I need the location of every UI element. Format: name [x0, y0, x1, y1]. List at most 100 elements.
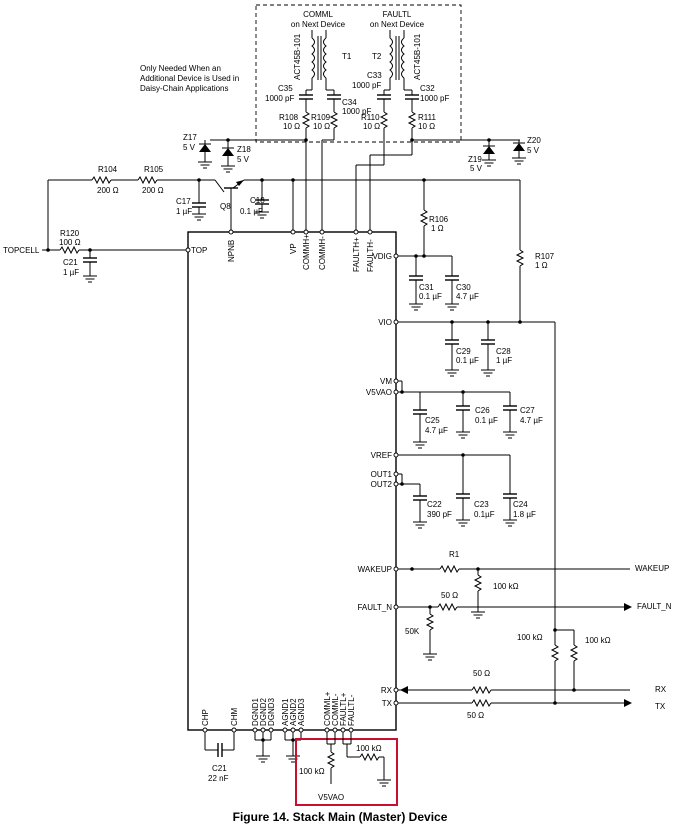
r106-ref: R106: [429, 215, 449, 224]
pin-vio: VIO: [378, 318, 392, 327]
resistor-tx: [471, 698, 492, 708]
signal-wakeup: WAKEUP: [635, 564, 669, 573]
comml-next-label: on Next Device: [291, 20, 346, 29]
c17-ref: C17: [176, 197, 191, 206]
r-pu2-value: 100 kΩ: [585, 636, 611, 645]
c30-value: 4.7 µF: [456, 292, 479, 301]
r1-ref: R1: [449, 550, 460, 559]
c21b-value: 22 nF: [208, 774, 229, 783]
c32-ref: C32: [420, 84, 435, 93]
t2-ref: T2: [372, 52, 382, 61]
c34-value: 1000 pF: [342, 107, 371, 116]
ic-body: [187, 231, 397, 731]
pin-faulth-minus: FAULTH-: [366, 239, 375, 272]
q8-ref: Q8: [220, 202, 231, 211]
r109-ref: R109: [311, 113, 331, 122]
capacitor-c21-topcell: [82, 257, 98, 263]
c17-value: 1 µF: [176, 207, 192, 216]
pin-rx: RX: [381, 686, 393, 695]
pin-dgnd2: DGND2: [259, 697, 268, 726]
r-hl1-value: 100 kΩ: [299, 767, 325, 776]
c26-ref: C26: [475, 406, 490, 415]
note-line-1: Only Needed When an: [140, 64, 221, 73]
faultl-label: FAULTL: [383, 10, 412, 19]
c24-ref: C24: [513, 500, 528, 509]
z20-value: 5 V: [527, 146, 540, 155]
capacitor-c35: [298, 94, 314, 100]
pin-agnd1: AGND1: [281, 698, 290, 726]
pin-vm: VM: [380, 377, 392, 386]
r-rx-value: 50 Ω: [473, 669, 490, 678]
t2-part: ACT45B-101: [413, 33, 422, 80]
c25-ref: C25: [425, 416, 440, 425]
r-wake-value: 100 kΩ: [493, 582, 519, 591]
resistor-pullup-rx: [569, 644, 579, 662]
r108-ref: R108: [279, 113, 299, 122]
c25-value: 4.7 µF: [425, 426, 448, 435]
r120-ref: R120: [60, 229, 80, 238]
pin-tx: TX: [382, 699, 393, 708]
c30-ref: C30: [456, 283, 471, 292]
resistor-fault-pulldown: [425, 613, 435, 631]
capacitor-c27: [502, 405, 518, 411]
c21a-value: 1 µF: [63, 268, 79, 277]
capacitor-c33: [376, 94, 392, 100]
signal-rx: RX: [655, 685, 667, 694]
pin-comml-plus: COMML+: [323, 691, 332, 726]
transformer-t2: [383, 30, 413, 95]
resistor-rx: [471, 685, 492, 695]
c33-value: 1000 pF: [352, 81, 381, 90]
capacitor-c17: [191, 202, 207, 208]
c24-value: 1.8 µF: [513, 510, 536, 519]
resistor-comml-bias: [326, 751, 336, 769]
capacitor-c21-chp: [217, 742, 223, 758]
c32-value: 1000 pF: [420, 94, 449, 103]
c23-value: 0.1µF: [474, 510, 495, 519]
resistor-fault-series: [437, 602, 458, 612]
capacitor-c29: [444, 339, 460, 345]
faultl-next-label: on Next Device: [370, 20, 425, 29]
zener-z17: [197, 140, 213, 169]
c31-value: 0.1 µF: [419, 292, 442, 301]
signal-tx: TX: [655, 702, 666, 711]
r105-value: 200 Ω: [142, 186, 164, 195]
pin-out2: OUT2: [371, 480, 393, 489]
capacitor-c26: [455, 405, 471, 411]
resistor-r104: [91, 175, 112, 185]
pin-wakeup: WAKEUP: [358, 565, 392, 574]
c23-ref: C23: [474, 500, 489, 509]
r108-value: 10 Ω: [283, 122, 300, 131]
resistor-pullup-tx: [550, 644, 560, 662]
pin-commh-minus: COMMH-: [318, 236, 327, 270]
capacitor-c28: [480, 339, 496, 345]
r111-value: 10 Ω: [418, 122, 435, 131]
z17-ref: Z17: [183, 133, 197, 142]
r107-ref: R107: [535, 252, 555, 261]
pin-chp: CHP: [201, 709, 210, 726]
capacitor-c23: [455, 493, 471, 499]
zener-z19: [481, 140, 497, 167]
r-hl2-value: 100 kΩ: [356, 744, 382, 753]
pin-chm: CHM: [230, 707, 239, 726]
note-line-2: Additional Device is Used in: [140, 74, 239, 83]
comml-label: COMML: [303, 10, 333, 19]
pin-fault-n: FAULT_N: [357, 603, 392, 612]
r111-ref: R111: [418, 113, 436, 122]
c26-value: 0.1 µF: [475, 416, 498, 425]
t1-part: ACT45B-101: [293, 33, 302, 80]
pin-vdig: VDIG: [372, 252, 392, 261]
topcell-label: TOPCELL: [3, 246, 40, 255]
r110-value: 10 Ω: [363, 122, 380, 131]
resistor-r105: [137, 175, 158, 185]
r106-value: 1 Ω: [431, 224, 444, 233]
pin-faulth-plus: FAULTH+: [352, 237, 361, 272]
figure-caption: Figure 14. Stack Main (Master) Device: [233, 810, 448, 824]
resistor-r120: [59, 245, 80, 255]
r110-ref: R110: [361, 113, 380, 122]
resistor-r108: [301, 99, 311, 230]
c18-ref: C18: [250, 196, 265, 205]
zener-z18: [220, 140, 236, 173]
c28-ref: C28: [496, 347, 511, 356]
resistor-r1: [439, 564, 460, 574]
resistor-r110: [379, 99, 389, 140]
